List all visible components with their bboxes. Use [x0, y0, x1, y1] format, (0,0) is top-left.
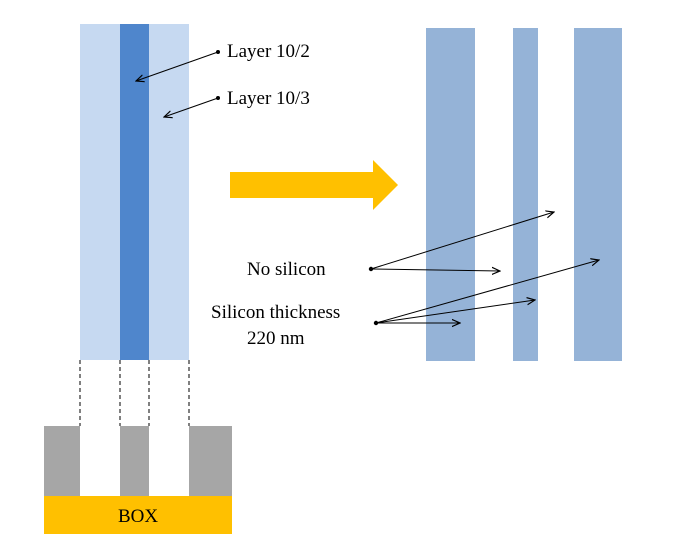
silicon-thickness-pointer-1	[375, 260, 599, 324]
layer-10-3-pointer	[164, 97, 219, 117]
box-layer	[44, 496, 232, 534]
result-silicon-right	[574, 28, 622, 361]
silicon-thickness-label-line1: Silicon thickness	[211, 302, 340, 323]
layer-10-2-pointer	[136, 51, 219, 81]
transformation-arrow	[230, 160, 398, 210]
cross-section-silicon-center	[120, 426, 149, 496]
layer-10-2-label: Layer 10/2	[227, 41, 310, 62]
layer-10-2-strip	[120, 24, 149, 360]
layer-10-3-label: Layer 10/3	[227, 88, 310, 109]
silicon-thickness-label-line2: 220 nm	[247, 328, 305, 349]
no-silicon-pointer-1	[370, 212, 554, 270]
projection-lines	[79, 360, 190, 426]
silicon-thickness-pointer-2	[375, 300, 535, 324]
result-silicon-left	[426, 28, 475, 361]
no-silicon-pointer-2	[370, 269, 500, 271]
result-silicon-center	[513, 28, 538, 361]
layer-10-3-dot	[216, 96, 220, 100]
box-label: BOX	[118, 506, 158, 527]
cross-section-silicon-right	[189, 426, 232, 496]
layer-10-2-dot	[216, 50, 220, 54]
cross-section-silicon-left	[44, 426, 80, 496]
no-silicon-label: No silicon	[247, 259, 326, 280]
